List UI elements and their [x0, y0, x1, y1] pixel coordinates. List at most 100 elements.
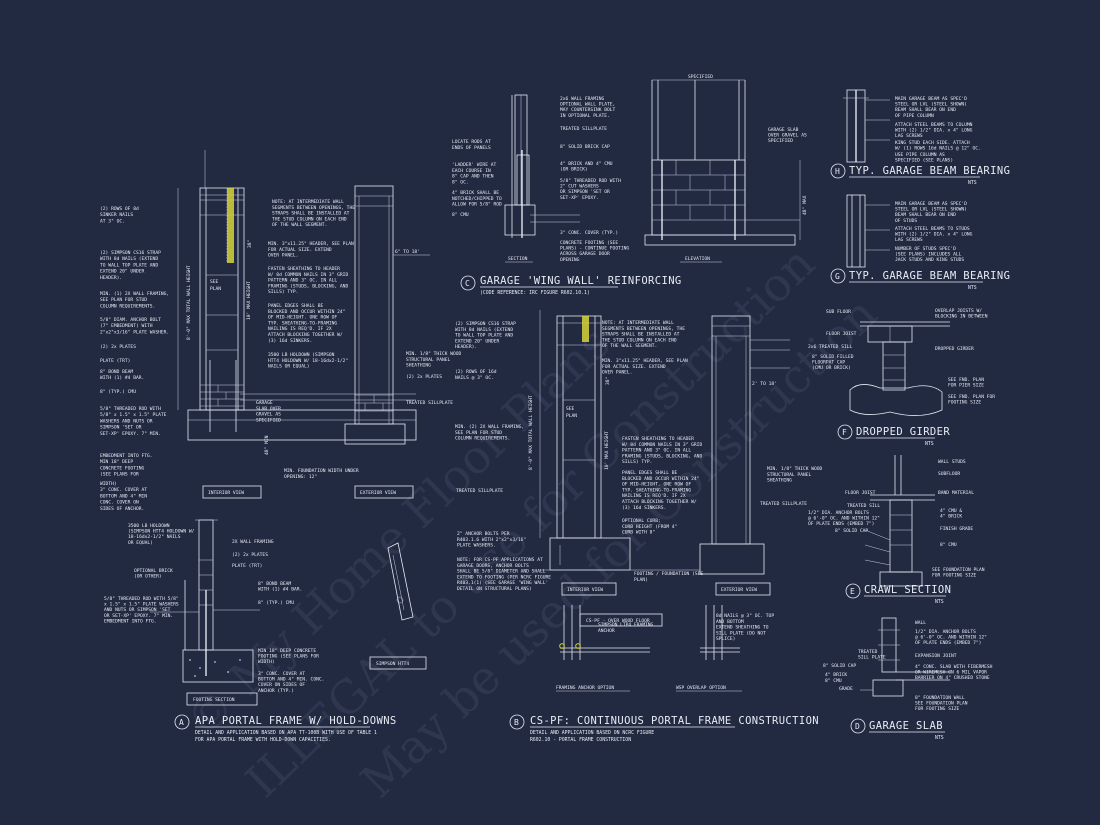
note-line: (2) SIMPSON CS16 STRAP: [455, 321, 516, 327]
detail-f-nts: NTS: [925, 441, 934, 447]
note-line: (CMU OR BRICK): [812, 365, 851, 371]
note-line: SPLICE): [716, 636, 735, 642]
note-line: 2x6 TREATED SILL: [808, 344, 852, 350]
note-line: 18-16dx2-1/2" NAILS: [128, 534, 181, 540]
note-line: 5/8" DIAM. ANCHOR BOLT: [100, 317, 161, 323]
note-line: 8" CMU: [825, 678, 842, 684]
cs16-strap-b: [582, 316, 589, 342]
note-line: 4" CMU &: [940, 508, 962, 514]
note-line: EMBEDMENT INTO FTG.: [100, 453, 153, 459]
note-line: MAIN GARAGE BEAM AS SPEC'D: [895, 201, 967, 207]
detail-b: 8'-0" MAX TOTAL WALL HEIGHT 10' MAX HEIG…: [455, 310, 823, 743]
note-line: OF PLATE ENDS (EMBED 7"): [915, 640, 981, 646]
note-line: MIN 18" DEEP CONCRETE: [258, 648, 316, 654]
detail-d: D GARAGE SLAB NTS: [850, 617, 950, 741]
note-line: 'LADDER' WIRE AT: [452, 162, 496, 168]
note-line: MIN. FOUNDATION WIDTH UNDER: [284, 468, 359, 474]
note-line: SUBFLOOR: [938, 471, 960, 477]
note-line: TREATED: [858, 649, 878, 655]
note-line: PANEL EDGES SHALL BE: [622, 470, 678, 476]
note-line: SPECIFIED: [256, 417, 281, 423]
note-line: THE STUD COLUMN ON EACH END: [272, 216, 347, 222]
note-line: FOR PIER SIZE: [948, 383, 984, 389]
note-line: ANCHOR: [598, 628, 615, 634]
note-line: WITH (1) #4 BAR.: [100, 375, 144, 381]
note-line: SEE PLAN FOR STUD: [455, 430, 502, 436]
note-line: 8" CAP AND THEN: [452, 174, 494, 180]
note-line: TYP. SHEATHING-TO-FRAMING: [622, 487, 691, 493]
note-line: 8" BOND BEAM: [258, 581, 291, 587]
dim-b-plan: PLAN: [566, 413, 577, 419]
note-line: 3500 LB HOLDOWN (SIMPSON: [268, 352, 335, 358]
note-line: SPECIFIED (SEE PLANS): [895, 158, 953, 164]
label-interior-view-b: INTERIOR VIEW: [567, 587, 603, 593]
note-line: NOTE: AT INTERMEDIATE WALL: [272, 199, 344, 205]
note-line: MIN. (2) 2X WALL FRAMING,: [455, 424, 524, 430]
cs16-strap: [227, 188, 234, 263]
note-line: MAIN GARAGE BEAM AS SPEC'D: [895, 96, 967, 102]
detail-a-note-1: DETAIL AND APPLICATION BASED ON APA TT-1…: [195, 730, 377, 736]
note-line: 2x6 WALL FRAMING: [560, 96, 604, 102]
note-line: 2"x2"x3/16" PLATE WASHER.: [100, 329, 169, 335]
detail-f: F DROPPED GIRDER NTS: [837, 321, 950, 447]
note-line: WALL STUDS: [938, 459, 966, 465]
note-line: STRUCTURAL PANEL: [767, 472, 811, 478]
note-line: ALLOW FOR 5/8" ROD: [452, 202, 502, 208]
detail-c-bubble: [460, 275, 476, 291]
note-line: ATTACH BLOCKING TOGETHER W/: [268, 332, 343, 338]
note-line: 4" BRICK AND 4" CMU: [560, 161, 613, 167]
note-line: R403.1(1) (SEE GARAGE 'WING WALL': [457, 580, 548, 586]
note-line: WITH 8d NAILS (EXTEND: [455, 327, 513, 333]
note-line: GARAGE SLAB: [768, 127, 799, 133]
label-simpson-htt4: SIMPSON HTT4: [376, 661, 409, 667]
note-line: NUMBER OF STUDS SPEC'D: [895, 246, 956, 252]
note-line: CONC. COVER ON: [100, 500, 139, 506]
note-line: OF PLATE ENDS (EMBED 7"): [808, 521, 874, 527]
note-line: WASHERS AND NUTS OR: [100, 418, 153, 424]
note-line: MAY COUNTERSINK BOLT: [560, 107, 616, 113]
note-line: ATTACH STEEL BEAMS TO COLUMN: [895, 122, 973, 128]
note-line: 4" CONC. SLAB WITH FIBERMESH: [915, 664, 993, 670]
note-line: 5/8" THREADED ROD WITH: [100, 406, 161, 412]
note-line: STRAPS SHALL BE INSTALLED AT: [272, 211, 350, 217]
note-line: TO WALL TOP PLATE AND: [455, 333, 513, 339]
note-line: BOTTOM AND 4" MIN: [100, 493, 147, 499]
note-line: JACK STUDS AND KING STUDS: [895, 257, 964, 263]
detail-e-title: CRAWL SECTION: [864, 584, 951, 596]
note-line: NAILS OR EQUAL): [268, 364, 310, 370]
note-line: SHEATHING: [406, 363, 431, 369]
note-line: 3" CONC. COVER AT: [100, 487, 147, 493]
note-line: FOR FOOTING SIZE: [915, 706, 959, 712]
note-line: @ 6'-0" OC. AND WITHIN 12": [808, 516, 880, 522]
note-line: 1/2" DIA. ANCHOR BOLTS: [808, 510, 869, 516]
note-line: HEADER).: [100, 275, 122, 281]
simpson-htt4: SIMPSON HTT4: [369, 542, 427, 670]
note-line: FRAMING (STUDS, BLOCKING, AND: [622, 453, 702, 459]
note-line: (7" EMBEDMENT) WITH: [100, 323, 153, 329]
note-line: FRAMING (STUDS, BLOCKING, AND: [268, 283, 348, 289]
note-line: SEGMENTS BETWEEN OPENINGS, THE: [602, 326, 685, 332]
note-line: 8" OC.: [452, 179, 469, 185]
detail-b-title: CS-PF: CONTINUOUS PORTAL FRAME CONSTRUCT…: [530, 715, 819, 727]
detail-c: SECTION SPECIFIED 4: [452, 74, 808, 296]
note-line: SET-XP' EPOXY. 7" MIN.: [100, 431, 161, 437]
note-line: 3" CONC. COVER AT: [258, 671, 305, 677]
note-line: MIN. 3"x11.25" HEADER, SEE PLAN: [602, 358, 688, 364]
note-line: DROPPED GIRDER: [935, 346, 974, 352]
note-line: TREATED SILL: [847, 503, 880, 509]
note-line: BLOCKED AND OCCUR WITHIN 24": [622, 476, 699, 482]
note-line: 8" CMU: [452, 212, 469, 218]
note-line: OPENING: [560, 257, 580, 263]
note-line: OPTIONAL CURB;: [622, 518, 661, 524]
note-line: WIDTH): [258, 659, 275, 665]
detail-e-letter: E: [850, 587, 855, 596]
detail-a-exterior-view: 6" TO 18' EXTERIOR VIEW: [344, 185, 430, 499]
note-line: CURB HEIGHT (FROM 4": [622, 524, 677, 530]
detail-c-elevation: SPECIFIED 48" MAX ELEVATION: [644, 74, 808, 263]
detail-e: E CRAWL SECTION NTS: [845, 455, 951, 605]
note-line: 4" BRICK: [940, 514, 962, 520]
note-line: BAND MATERIAL: [938, 490, 974, 496]
note-line: ATTACH BLOCKING TOGETHER W/: [622, 499, 697, 505]
note-line: SEE FND. PLAN FOR: [948, 394, 995, 400]
